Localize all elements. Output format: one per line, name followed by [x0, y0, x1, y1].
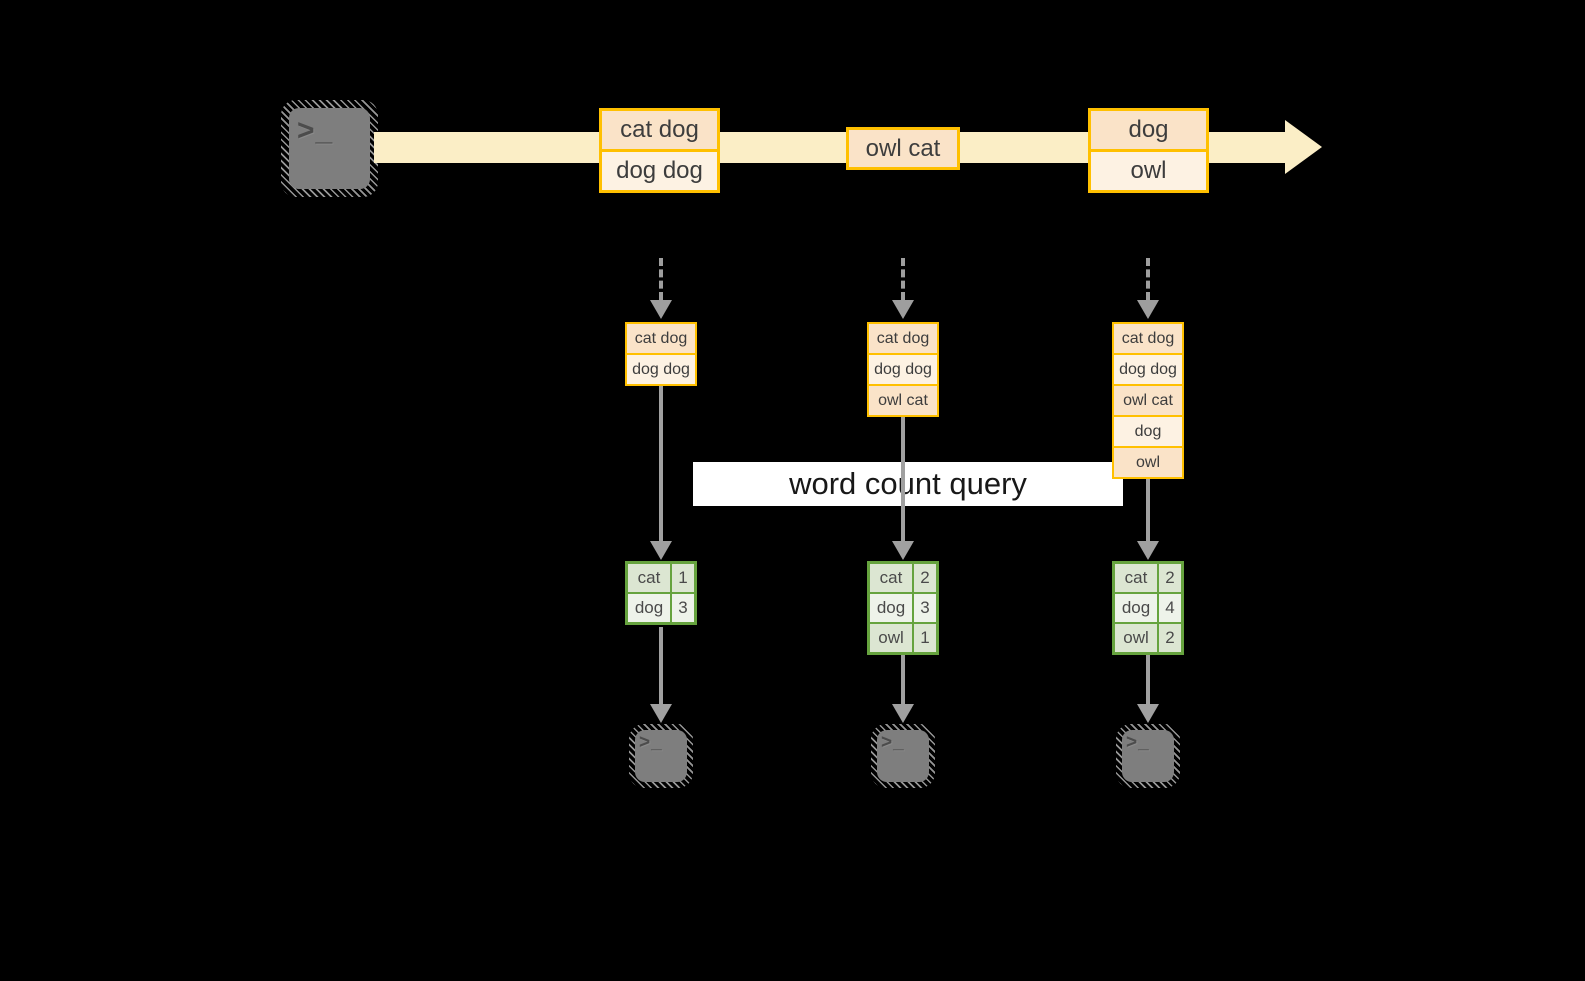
record-row: dog dog	[869, 353, 937, 384]
word-cell: owl	[1115, 624, 1157, 652]
stream-batch-3: dog owl	[1088, 108, 1209, 193]
stream-record: dog dog	[602, 149, 717, 190]
source-terminal-icon: >_	[281, 100, 378, 197]
count-cell: 3	[914, 594, 936, 622]
record-row: cat dog	[1114, 324, 1182, 353]
word-count-table-3: cat 2 dog 4 owl 2	[1112, 561, 1184, 655]
terminal-prompt-icon: >_	[297, 114, 334, 147]
terminal-prompt-icon: >_	[1126, 732, 1150, 753]
word-cell: dog	[1115, 594, 1157, 622]
query-label: word count query	[693, 462, 1123, 506]
ingest-arrowhead-icon	[892, 300, 914, 319]
word-cell: owl	[870, 624, 912, 652]
count-cell: 2	[1159, 564, 1181, 592]
record-row: dog dog	[1114, 353, 1182, 384]
ingest-arrowhead-icon	[1137, 300, 1159, 319]
terminal-prompt-icon: >_	[881, 732, 905, 753]
record-row: owl	[1114, 446, 1182, 477]
stream-arrowhead-icon	[1285, 120, 1322, 174]
terminal-screen	[877, 730, 929, 782]
process-arrow-line	[1146, 479, 1150, 541]
count-cell: 2	[1159, 624, 1181, 652]
stream-batch-2: owl cat	[846, 127, 960, 170]
record-row: owl cat	[1114, 384, 1182, 415]
word-count-table-2: cat 2 dog 3 owl 1	[867, 561, 939, 655]
output-arrow-line	[901, 655, 905, 704]
terminal-screen	[289, 108, 370, 189]
ingest-arrow-line	[659, 258, 663, 300]
record-buffer-2: cat dog dog dog owl cat	[867, 322, 939, 417]
terminal-prompt-icon: >_	[639, 732, 663, 753]
ingest-arrow-line	[1146, 258, 1150, 300]
record-row: dog dog	[627, 353, 695, 384]
count-cell: 1	[914, 624, 936, 652]
record-row: cat dog	[627, 324, 695, 353]
count-cell: 1	[672, 564, 694, 592]
word-cell: cat	[870, 564, 912, 592]
output-arrowhead-icon	[892, 704, 914, 723]
word-count-table-1: cat 1 dog 3	[625, 561, 697, 625]
count-cell: 3	[672, 594, 694, 622]
record-buffer-1: cat dog dog dog	[625, 322, 697, 386]
record-buffer-3: cat dog dog dog owl cat dog owl	[1112, 322, 1184, 479]
record-row: dog	[1114, 415, 1182, 446]
process-arrowhead-icon	[650, 541, 672, 560]
record-row: cat dog	[869, 324, 937, 353]
stream-record: cat dog	[602, 111, 717, 149]
process-arrowhead-icon	[892, 541, 914, 560]
output-arrow-line	[659, 627, 663, 704]
sink-terminal-icon: >_	[629, 724, 693, 788]
word-cell: cat	[628, 564, 670, 592]
ingest-arrowhead-icon	[650, 300, 672, 319]
record-row: owl cat	[869, 384, 937, 415]
terminal-screen	[635, 730, 687, 782]
stream-record: dog	[1091, 111, 1206, 149]
word-cell: cat	[1115, 564, 1157, 592]
sink-terminal-icon: >_	[871, 724, 935, 788]
process-arrow-line	[901, 417, 905, 541]
stream-batch-1: cat dog dog dog	[599, 108, 720, 193]
output-arrowhead-icon	[650, 704, 672, 723]
word-cell: dog	[870, 594, 912, 622]
terminal-screen	[1122, 730, 1174, 782]
stream-record: owl	[1091, 149, 1206, 190]
word-cell: dog	[628, 594, 670, 622]
process-arrow-line	[659, 386, 663, 541]
count-cell: 4	[1159, 594, 1181, 622]
stream-record: owl cat	[849, 130, 957, 167]
output-arrowhead-icon	[1137, 704, 1159, 723]
process-arrowhead-icon	[1137, 541, 1159, 560]
output-arrow-line	[1146, 655, 1150, 704]
sink-terminal-icon: >_	[1116, 724, 1180, 788]
count-cell: 2	[914, 564, 936, 592]
ingest-arrow-line	[901, 258, 905, 300]
